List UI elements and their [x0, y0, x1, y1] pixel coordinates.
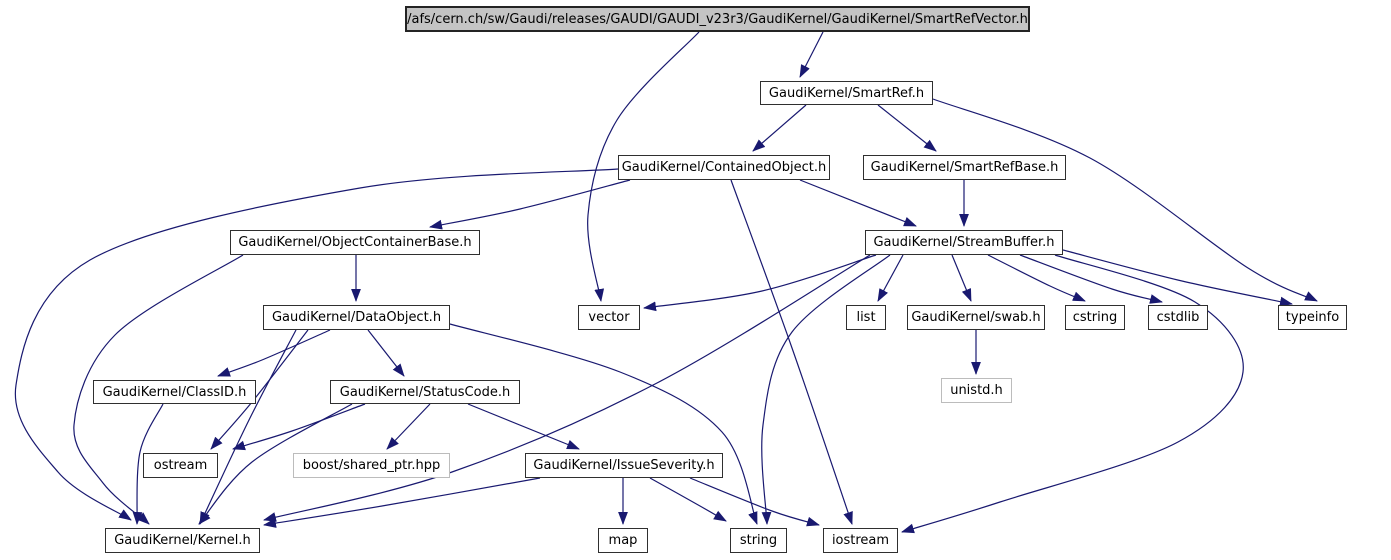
edge-dataobject-to-string	[449, 323, 758, 525]
edge-statuscode-to-kernel	[198, 403, 353, 525]
node-statuscode[interactable]: GaudiKernel/StatusCode.h	[330, 380, 520, 404]
node-issueseverity[interactable]: GaudiKernel/IssueSeverity.h	[525, 453, 723, 478]
edge-streambuffer-to-cstdlib	[1019, 254, 1163, 304]
node-cstring[interactable]: cstring	[1065, 305, 1125, 330]
edge-streambuffer-to-vector	[643, 254, 877, 312]
node-containedobject[interactable]: GaudiKernel/ContainedObject.h	[618, 155, 830, 180]
node-kernel[interactable]: GaudiKernel/Kernel.h	[105, 528, 260, 553]
node-objectcontainerbase[interactable]: GaudiKernel/ObjectContainerBase.h	[230, 230, 480, 255]
node-list[interactable]: list	[846, 305, 886, 330]
edge-containedobject-to-objectcontainerbase	[429, 179, 631, 230]
node-iostream[interactable]: iostream	[823, 528, 898, 553]
edge-statuscode-to-boost_shared_ptr	[386, 403, 431, 450]
edge-streambuffer-to-cstring	[987, 254, 1086, 302]
edge-streambuffer-to-iostream	[901, 254, 1244, 534]
edge-smartrefvector-to-vector	[587, 31, 700, 302]
edge-streambuffer-to-typeinfo	[1062, 249, 1293, 307]
edge-streambuffer-to-list	[877, 254, 904, 302]
node-boost_shared_ptr[interactable]: boost/shared_ptr.hpp	[293, 453, 450, 478]
edge-streambuffer-to-kernel	[263, 254, 871, 522]
node-dataobject[interactable]: GaudiKernel/DataObject.h	[263, 305, 450, 330]
edge-statuscode-to-issueseverity	[467, 403, 580, 450]
edge-containedobject-to-iostream	[730, 179, 853, 525]
edge-dataobject-to-classid	[217, 329, 331, 377]
edge-containedobject-to-kernel	[14, 168, 619, 521]
edge-smartref-to-smartrefbase	[877, 104, 937, 152]
edge-smartref-to-typeinfo	[932, 98, 1318, 302]
edge-streambuffer-to-string	[761, 254, 891, 525]
edge-issueseverity-to-string	[649, 477, 727, 522]
edge-issueseverity-to-iostream	[689, 477, 820, 527]
edge-statuscode-to-ostream	[232, 403, 366, 451]
node-streambuffer[interactable]: GaudiKernel/StreamBuffer.h	[865, 230, 1063, 255]
node-smartrefvector[interactable]: /afs/cern.ch/sw/Gaudi/releases/GAUDI/GAU…	[405, 6, 1030, 32]
edge-streambuffer-to-swab	[951, 254, 972, 302]
node-smartref[interactable]: GaudiKernel/SmartRef.h	[760, 81, 933, 105]
edge-containedobject-to-streambuffer	[799, 179, 917, 227]
node-string[interactable]: string	[730, 528, 787, 553]
edge-objectcontainerbase-to-kernel	[73, 254, 244, 525]
node-smartrefbase[interactable]: GaudiKernel/SmartRefBase.h	[863, 155, 1066, 180]
node-map[interactable]: map	[598, 528, 648, 553]
node-cstdlib[interactable]: cstdlib	[1148, 305, 1208, 330]
edge-issueseverity-to-kernel	[263, 477, 541, 528]
node-classid[interactable]: GaudiKernel/ClassID.h	[93, 380, 256, 404]
node-vector[interactable]: vector	[578, 305, 640, 330]
node-swab[interactable]: GaudiKernel/swab.h	[907, 305, 1045, 330]
edge-smartref-to-containedobject	[752, 104, 807, 152]
edge-dataobject-to-statuscode	[367, 329, 405, 377]
node-typeinfo[interactable]: typeinfo	[1278, 305, 1347, 330]
node-unistd[interactable]: unistd.h	[941, 378, 1012, 403]
node-ostream[interactable]: ostream	[143, 453, 218, 478]
edge-dataobject-to-kernel	[199, 329, 297, 525]
edge-classid-to-kernel	[132, 403, 164, 525]
edge-smartrefvector-to-smartref	[799, 31, 824, 78]
